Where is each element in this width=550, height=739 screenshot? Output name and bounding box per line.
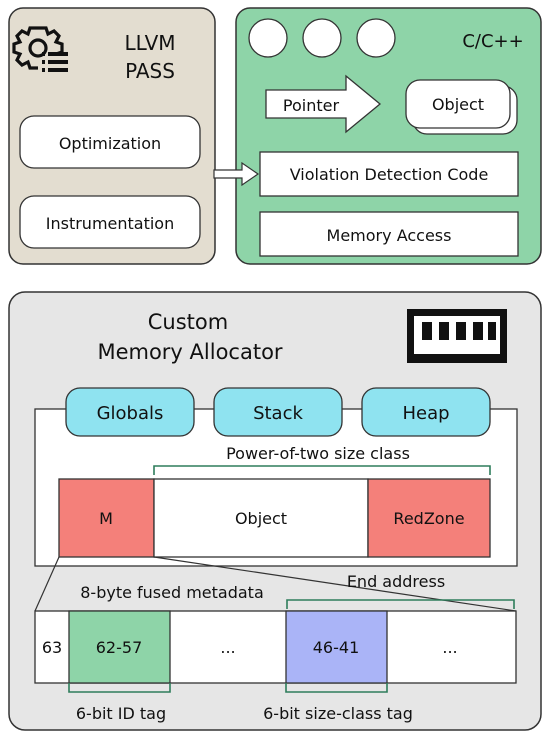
metadata-cell-label: M <box>99 509 113 528</box>
memory-access-box <box>259 211 519 257</box>
size-tag-cell <box>285 610 388 684</box>
instrument-arrow <box>213 161 260 187</box>
window-dot-1 <box>248 18 288 58</box>
metadata-cell <box>58 478 155 558</box>
id-tag-cell <box>68 610 171 684</box>
object-label: Object <box>432 95 484 114</box>
pointer-arrow <box>265 74 382 134</box>
globals-label: Globals <box>97 403 164 424</box>
memory-access-label: Memory Access <box>327 226 452 245</box>
ellipsis-2: ... <box>442 638 457 657</box>
globals-box <box>65 387 195 437</box>
stack-box <box>213 387 343 437</box>
heap-label: Heap <box>402 403 449 424</box>
allocator-title-line2: Memory Allocator <box>97 340 282 364</box>
size-tag-label: 6-bit size-class tag <box>263 704 413 723</box>
memory-chip-icon <box>407 309 507 363</box>
id-tag-bracket <box>68 683 171 693</box>
optimization-box <box>19 115 201 169</box>
end-address-label: End address <box>347 572 445 591</box>
llvm-title-line2: PASS <box>125 59 175 83</box>
ellipsis-1: ... <box>220 638 235 657</box>
allocator-title-line1: Custom <box>148 310 228 334</box>
window-dot-3 <box>356 18 396 58</box>
end-address-bracket <box>286 599 515 609</box>
gear-list-icon <box>12 26 68 72</box>
bit-63-label: 63 <box>42 638 62 657</box>
allocator-panel: Custom Memory Allocator Globals Stack He… <box>8 291 542 731</box>
llvm-pass-panel: LLVM PASS Optimization Instrumentation <box>8 7 216 265</box>
window-dot-2 <box>302 18 342 58</box>
expand-line-right <box>153 556 517 612</box>
object-cell-label: Object <box>235 509 287 528</box>
object-cell <box>153 478 369 558</box>
id-tag-bits-label: 62-57 <box>96 638 143 657</box>
fused-metadata-label: 8-byte fused metadata <box>80 583 264 602</box>
object-box <box>405 79 511 129</box>
optimization-label: Optimization <box>59 134 161 153</box>
llvm-title-line1: LLVM <box>124 31 175 55</box>
cpp-title: C/C++ <box>462 31 523 52</box>
id-tag-label: 6-bit ID tag <box>76 704 166 723</box>
violation-label: Violation Detection Code <box>290 165 489 184</box>
redzone-cell-label: RedZone <box>393 509 464 528</box>
size-class-label: Power-of-two size class <box>226 444 410 463</box>
size-class-bracket <box>153 465 491 475</box>
size-tag-bracket <box>285 683 388 693</box>
redzone-cell <box>367 478 491 558</box>
instrumentation-label: Instrumentation <box>46 214 174 233</box>
violation-box <box>259 151 519 197</box>
heap-box <box>361 387 491 437</box>
expand-line-left <box>34 556 60 612</box>
pointer-label: Pointer <box>283 96 340 115</box>
stack-label: Stack <box>253 403 303 424</box>
size-tag-bits-label: 46-41 <box>313 638 360 657</box>
cpp-panel: C/C++ Pointer Object Violation Detection… <box>235 7 542 265</box>
instrumentation-box <box>19 195 201 249</box>
